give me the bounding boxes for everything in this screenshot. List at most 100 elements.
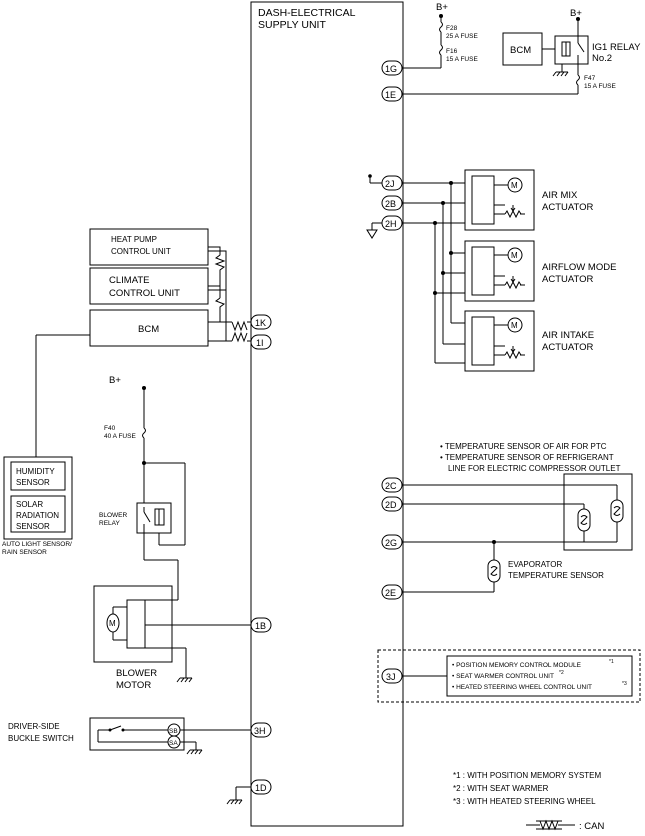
fuse-f40-name: F40: [104, 425, 116, 432]
opt-label-3: • HEATED STEERING WHEEL CONTROL UNIT: [452, 684, 592, 691]
pin-1g: 1G: [385, 64, 397, 74]
optional-dashed-box: [377, 649, 641, 703]
pin-1d: 1D: [255, 783, 267, 793]
solar-label-3: SENSOR: [16, 522, 50, 531]
pin-2e: 2E: [385, 588, 396, 598]
pin-2b: 2B: [385, 199, 396, 209]
humidity-label-1: HUMIDITY: [16, 467, 55, 476]
buckle-switch-box: [89, 717, 185, 751]
can-modules: HEAT PUMP CONTROL UNIT CLIMATE CONTROL U…: [89, 228, 251, 347]
temp-sensor-label-2: • TEMPERATURE SENSOR OF REFRIGERANT: [440, 453, 614, 462]
fuse-f40-rating: 40 A FUSE: [104, 433, 136, 440]
buckle-label-1: DRIVER-SIDE: [8, 722, 60, 731]
can-legend-label: : CAN: [579, 821, 604, 832]
climate-box: [89, 267, 209, 305]
pin-3h: 3H: [254, 726, 266, 736]
air-intake-actuator: M AIR INTAKE ACTUATOR: [464, 310, 594, 372]
pin-2c: 2C: [385, 481, 397, 491]
humidity-label-2: SENSOR: [16, 478, 50, 487]
pin-3j: 3J: [386, 672, 396, 682]
blower-relay-box: [136, 502, 172, 534]
heat-pump-label-2: CONTROL UNIT: [111, 247, 171, 256]
fuse-f16-name: F16: [446, 48, 458, 55]
ground-icon-ig1: [552, 71, 569, 77]
airflow-mode-actuator: M AIRFLOW MODE ACTUATOR: [464, 240, 616, 302]
pin-1i: 1I: [256, 338, 264, 348]
dash-electrical-supply-unit: [250, 1, 404, 827]
opt-sup-3: *3: [622, 681, 627, 687]
ground-icon-buckle: [186, 749, 203, 755]
auto-light-label-1: AUTO LIGHT SENSOR/: [2, 541, 72, 548]
svg-text:M: M: [511, 321, 518, 330]
right-pins: 1G 1E 2J 2B 2H 2C 2D 2G 2E 3J: [381, 60, 403, 684]
blower-motor-label-2: MOTOR: [116, 680, 151, 691]
temperature-sensors: • TEMPERATURE SENSOR OF AIR FOR PTC • TE…: [402, 442, 633, 593]
notes: *1 : WITH POSITION MEMORY SYSTEM *2 : WI…: [453, 771, 604, 832]
blower-relay-group: B+ F40 40 A FUSE BLOWER RELAY: [99, 375, 186, 600]
fuse-f47-rating: 15 A FUSE: [584, 83, 616, 90]
optional-modules: • POSITION MEMORY CONTROL MODULE *1 • SE…: [377, 649, 641, 703]
fuse-f40: [142, 427, 146, 439]
svg-text:SA: SA: [169, 740, 178, 747]
note-3: *3 : WITH HEATED STEERING WHEEL: [453, 797, 596, 806]
note-2: *2 : WITH SEAT WARMER: [453, 784, 549, 793]
buckle-switch-group: DRIVER-SIDE BUCKLE SWITCH SB SA: [8, 717, 251, 755]
ground-icon-blower: [176, 677, 193, 683]
opt-label-1: • POSITION MEMORY CONTROL MODULE: [452, 662, 582, 669]
blower-relay-label-2: RELAY: [99, 520, 120, 527]
evap-label-2: TEMPERATURE SENSOR: [508, 571, 604, 580]
auto-light-sensor: HUMIDITY SENSOR SOLAR RADIATION SENSOR A…: [2, 334, 90, 556]
unit-title-line2: SUPPLY UNIT: [258, 19, 326, 31]
fuse-f28-name: F28: [446, 25, 458, 32]
buckle-label-2: BUCKLE SWITCH: [8, 734, 74, 743]
airflow-label-1: AIRFLOW MODE: [542, 262, 616, 273]
can-symbol-icon: [526, 819, 575, 831]
pin-2d: 2D: [385, 500, 397, 510]
pin-2j: 2J: [385, 179, 395, 189]
pin-1b: 1B: [255, 621, 266, 631]
bplus-label-f28: B+: [436, 2, 448, 13]
airflow-label-2: ACTUATOR: [542, 274, 594, 285]
bcm-top-label: BCM: [510, 45, 531, 56]
climate-label-1: CLIMATE: [109, 275, 149, 286]
pin-2h: 2H: [385, 219, 397, 229]
opt-sup-1: *1: [609, 659, 614, 665]
air-intake-label-2: ACTUATOR: [542, 342, 594, 353]
temp-sensor-label-1: • TEMPERATURE SENSOR OF AIR FOR PTC: [440, 442, 607, 451]
ground-1d: [226, 786, 251, 805]
pin-1k: 1K: [255, 318, 266, 328]
svg-text:SB: SB: [169, 728, 178, 735]
can-coil-icon: [231, 320, 248, 332]
bplus-label-ig1: B+: [570, 8, 582, 19]
actuator-wiring: [366, 174, 472, 364]
air-mix-label-1: AIR MIX: [542, 190, 578, 201]
bcm-left-label: BCM: [138, 324, 159, 335]
air-mix-label-2: ACTUATOR: [542, 202, 594, 213]
humidity-sensor-box: [10, 461, 66, 491]
air-intake-label-1: AIR INTAKE: [542, 330, 594, 341]
bcm-top-box: [502, 32, 543, 66]
ground-icon-1d: [226, 799, 243, 805]
blower-relay-label-1: BLOWER: [99, 512, 127, 519]
heat-pump-label-1: HEAT PUMP: [111, 235, 157, 244]
note-1: *1 : WITH POSITION MEMORY SYSTEM: [453, 771, 602, 780]
ground-icon-2h: [366, 229, 378, 239]
solar-label-1: SOLAR: [16, 500, 43, 509]
air-mix-actuator: M AIR MIX ACTUATOR: [464, 169, 594, 231]
bcm-left-box: [89, 309, 209, 347]
temp-sensor-label-3: LINE FOR ELECTRIC COMPRESSOR OUTLET: [448, 464, 621, 473]
ig1-relay-label-1: IG1 RELAY: [592, 42, 641, 53]
climate-label-2: CONTROL UNIT: [109, 288, 180, 299]
solar-label-2: RADIATION: [16, 511, 59, 520]
auto-light-label-2: RAIN SENSOR: [2, 549, 47, 556]
blower-motor-label-1: BLOWER: [116, 668, 157, 679]
motor-icon-airflow: [507, 247, 523, 263]
power-supply-group: B+ F28 25 A FUSE F16 15 A FUSE BCM B+: [402, 2, 641, 95]
fuse-f16: [439, 44, 443, 56]
fuse-f47-name: F47: [584, 75, 596, 82]
fuse-f28-rating: 25 A FUSE: [446, 33, 478, 40]
bplus-label-f40: B+: [109, 375, 121, 386]
pin-1e: 1E: [385, 90, 396, 100]
solar-sensor-box: [10, 495, 66, 533]
